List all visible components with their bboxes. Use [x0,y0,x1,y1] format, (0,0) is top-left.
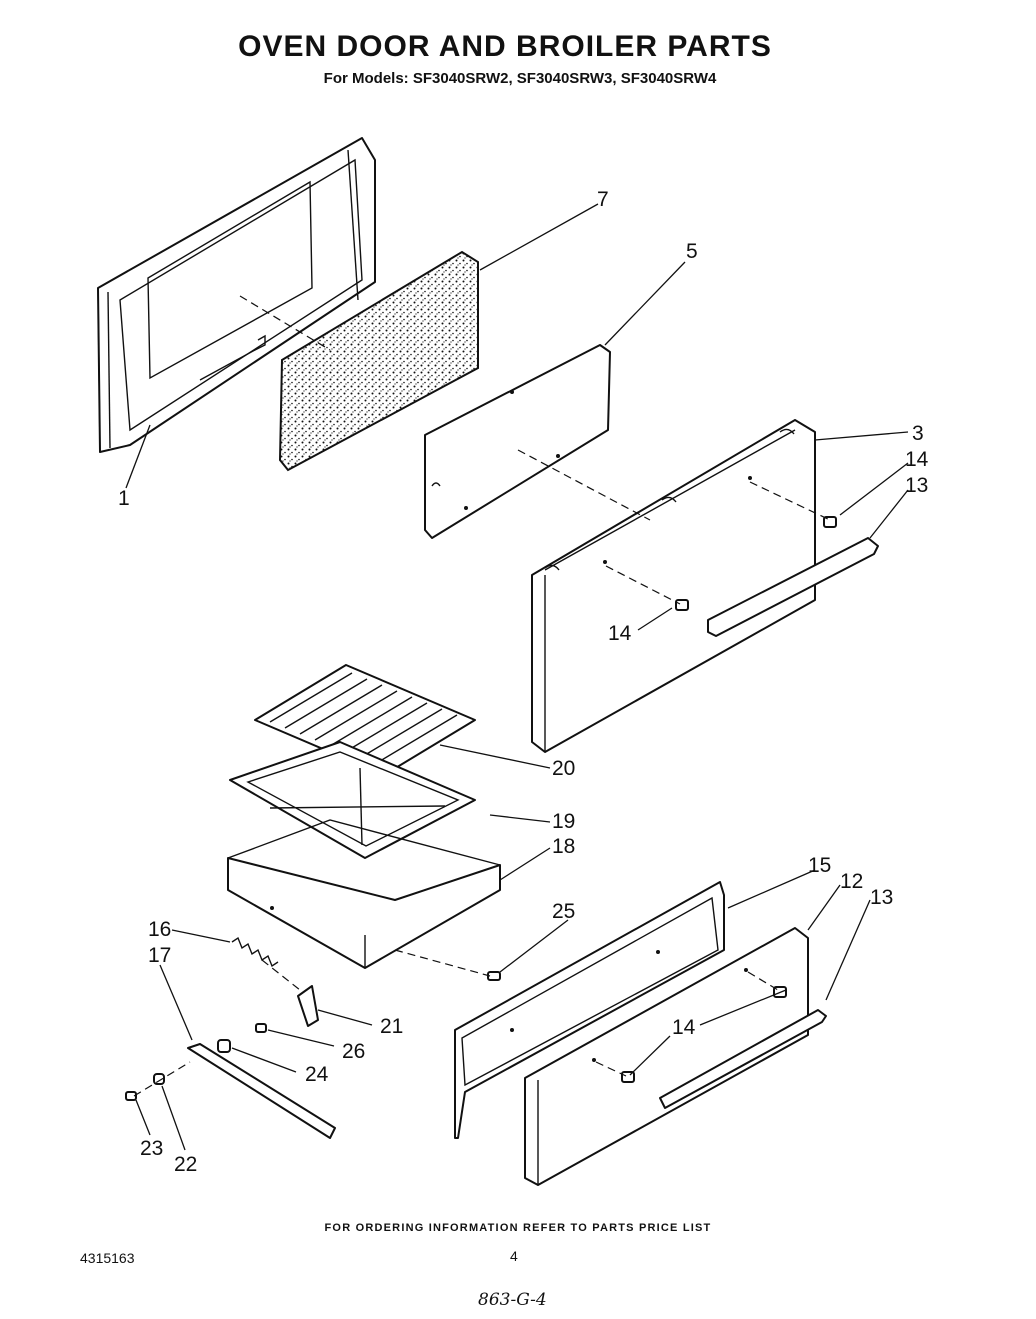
callout-12: 12 [840,870,863,893]
callout-7: 7 [597,188,609,211]
callout-14-drawer: 14 [672,1016,696,1039]
callout-14-upper: 14 [905,448,929,471]
callout-5: 5 [686,240,698,263]
document-number: 4315163 [80,1250,135,1266]
callout-13-lower: 13 [870,886,893,909]
callout-25: 25 [552,900,575,923]
callout-24: 24 [305,1063,329,1086]
part-bracket-rail [187,1043,336,1139]
callout-16: 16 [148,918,171,941]
part-grid-support [229,741,476,859]
part-handle-lower [659,1009,827,1109]
ordering-info-footer: FOR ORDERING INFORMATION REFER TO PARTS … [324,1222,712,1234]
assembly-lines [133,295,831,1097]
part-broiler-pan [227,819,501,969]
part-latch-bracket [297,985,319,1027]
callout-17: 17 [148,944,171,967]
callout-19: 19 [552,810,575,833]
callout-labels: 1 7 5 3 14 13 14 20 19 18 15 12 13 25 16… [118,188,929,1176]
part-drawer-front [524,927,809,1186]
model-list: For Models: SF3040SRW2, SF3040SRW3, SF30… [323,70,717,87]
page-title: OVEN DOOR AND BROILER PARTS [238,30,772,63]
callout-18: 18 [552,835,575,858]
handwritten-note: 863-G-4 [478,1290,547,1310]
part-drawer-frame [454,881,725,1139]
callout-3: 3 [912,422,924,445]
part-handle-upper [707,537,879,637]
callout-20: 20 [552,757,575,780]
callout-13-upper: 13 [905,474,928,497]
callout-14-door: 14 [608,622,632,645]
part-outer-door [531,419,816,753]
leader-lines [125,203,909,1151]
part-spacers-upper [675,516,837,611]
callout-23: 23 [140,1137,163,1160]
callout-1: 1 [118,487,130,510]
page-number: 4 [510,1248,518,1264]
callout-21: 21 [380,1015,403,1038]
part-door-frame [97,137,376,453]
callout-22: 22 [174,1153,197,1176]
callout-15: 15 [808,854,831,877]
callout-26: 26 [342,1040,365,1063]
part-spring [231,936,279,968]
part-inner-panel [424,344,611,539]
part-insulation [278,250,479,472]
